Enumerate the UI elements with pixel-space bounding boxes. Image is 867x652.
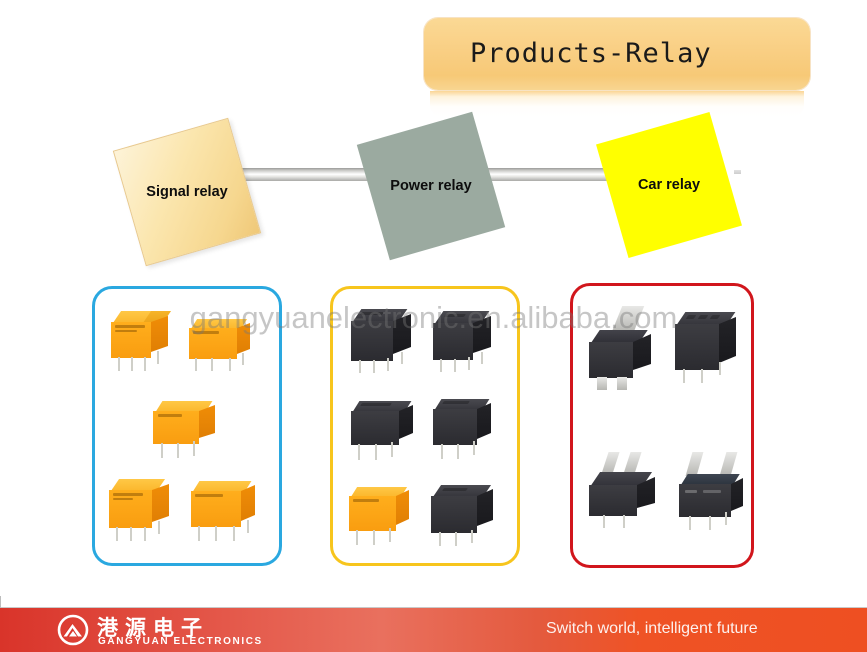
relay-product-image[interactable] xyxy=(431,485,501,547)
relay-product-image[interactable] xyxy=(351,309,417,373)
relay-product-image[interactable] xyxy=(189,319,255,375)
artifact-speck xyxy=(734,170,741,174)
relay-product-image[interactable] xyxy=(351,401,419,463)
diagram-node-signal-relay-face: Signal relay xyxy=(112,117,262,267)
product-panel-car-relay xyxy=(570,283,754,568)
diagram-node-car-relay-label: Car relay xyxy=(637,177,701,193)
relay-product-image[interactable] xyxy=(679,452,755,538)
relay-product-image[interactable] xyxy=(349,487,417,547)
relay-product-image[interactable] xyxy=(589,306,665,392)
relay-product-image[interactable] xyxy=(433,399,499,461)
diagram-node-power-relay-face: Power relay xyxy=(356,111,506,261)
diagram-node-signal-relay-label: Signal relay xyxy=(146,184,228,200)
relay-product-image[interactable] xyxy=(111,311,173,371)
title-reflection xyxy=(430,91,804,117)
footer-bar: 港源电子 GANGYUAN ELECTRONICS Switch world, … xyxy=(0,608,867,652)
diagram-node-signal-relay[interactable]: Signal relay xyxy=(112,117,262,267)
diagram-node-power-relay-label: Power relay xyxy=(390,178,472,194)
diagram-node-car-relay-face: Car relay xyxy=(596,112,742,258)
page-title-box: Products-Relay xyxy=(424,18,810,90)
footer-divider xyxy=(0,607,867,608)
mountain-circle-logo-icon xyxy=(57,614,89,646)
relay-product-image[interactable] xyxy=(153,401,221,461)
page-title-block: Products-Relay xyxy=(424,18,810,117)
page-title: Products-Relay xyxy=(470,37,712,69)
diagram-node-power-relay[interactable]: Power relay xyxy=(356,111,506,261)
product-panel-power-relay xyxy=(330,286,520,566)
product-panel-power-relay-grid xyxy=(333,289,517,563)
brand-name-cn: 港源电子 xyxy=(97,616,209,640)
relay-product-image[interactable] xyxy=(675,312,745,388)
brand-name-en: GANGYUAN ELECTRONICS xyxy=(98,636,263,647)
product-panel-car-relay-grid xyxy=(573,286,751,565)
relay-product-image[interactable] xyxy=(589,452,669,536)
diagram-node-car-relay[interactable]: Car relay xyxy=(596,112,742,258)
product-panel-signal-relay-grid xyxy=(95,289,279,563)
footer-left-tick xyxy=(0,596,1,608)
footer-tagline: Switch world, intelligent future xyxy=(546,620,758,637)
relay-product-image[interactable] xyxy=(109,479,175,541)
relay-product-image[interactable] xyxy=(191,481,259,543)
relay-product-image[interactable] xyxy=(433,311,499,373)
product-panel-signal-relay xyxy=(92,286,282,566)
